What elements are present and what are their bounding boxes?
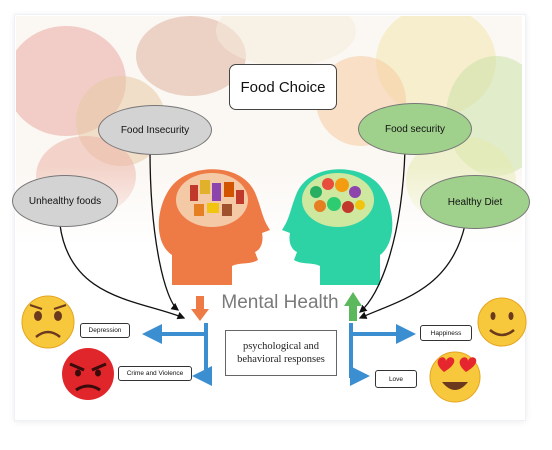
mental-health-label: Mental Health: [221, 292, 339, 313]
heart-eyes-emoji-icon: [429, 351, 481, 403]
food-security-label: Food security: [384, 123, 446, 135]
depression-box: Depression: [80, 323, 130, 338]
down-arrow-icon: [191, 296, 209, 321]
up-arrow-icon: [344, 292, 362, 321]
teal-head-profile: [282, 169, 393, 285]
healthy-diet-ellipse: Healthy Diet: [420, 175, 530, 229]
figure-frame: [14, 14, 526, 421]
unhealthy-foods-label: Unhealthy foods: [28, 195, 102, 207]
happiness-box: Happiness: [420, 325, 472, 341]
angry-emoji-icon: [62, 348, 114, 400]
love-box: Love: [375, 370, 417, 388]
unhealthy-foods-ellipse: Unhealthy foods: [12, 175, 118, 227]
food-security-ellipse: Food security: [358, 103, 472, 155]
smiling-emoji-icon: [477, 297, 527, 347]
food-choice-title: Food Choice: [229, 64, 337, 110]
healthy-diet-label: Healthy Diet: [447, 196, 503, 208]
orange-head-profile: [158, 169, 270, 285]
crime-violence-box: Crime and Violence: [118, 366, 192, 381]
sad-emoji-icon: [21, 295, 75, 349]
food-insecurity-ellipse: Food Insecurity: [98, 105, 212, 155]
responses-box: psychological and behavioral responses: [225, 330, 337, 376]
food-insecurity-label: Food Insecurity: [120, 124, 190, 136]
